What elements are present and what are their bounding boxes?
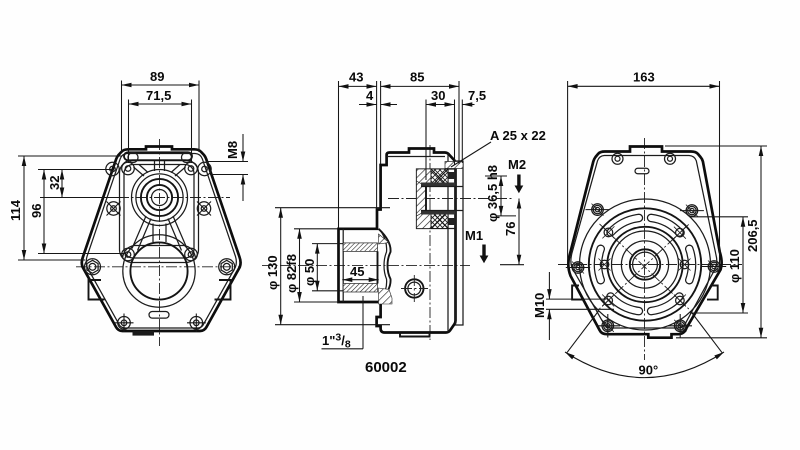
svg-text:32: 32 — [47, 176, 62, 190]
svg-text:71,5: 71,5 — [146, 88, 171, 103]
svg-text:φ 50: φ 50 — [302, 259, 317, 286]
svg-text:163: 163 — [633, 70, 655, 85]
svg-text:M1: M1 — [465, 228, 483, 243]
svg-text:114: 114 — [8, 199, 23, 221]
svg-text:φ 82f8: φ 82f8 — [284, 254, 299, 293]
svg-text:60002: 60002 — [365, 359, 407, 376]
svg-text:76: 76 — [503, 222, 518, 236]
svg-text:45: 45 — [350, 264, 364, 279]
svg-text:M8: M8 — [225, 141, 240, 159]
svg-text:30: 30 — [431, 88, 445, 103]
svg-text:1"3/8: 1"3/8 — [322, 332, 351, 351]
svg-text:φ 110: φ 110 — [727, 249, 742, 283]
svg-text:M2: M2 — [508, 157, 526, 172]
svg-text:A 25 x 22: A 25 x 22 — [490, 128, 546, 143]
svg-text:M10: M10 — [532, 293, 547, 318]
svg-text:φ 36,5 h8: φ 36,5 h8 — [485, 165, 500, 222]
svg-text:89: 89 — [150, 69, 164, 84]
svg-text:φ 130: φ 130 — [265, 255, 280, 290]
svg-text:90°: 90° — [639, 363, 659, 378]
svg-text:85: 85 — [410, 70, 424, 85]
svg-text:7,5: 7,5 — [468, 88, 486, 103]
svg-text:43: 43 — [349, 70, 363, 85]
svg-text:96: 96 — [29, 204, 44, 218]
svg-text:4: 4 — [366, 88, 374, 103]
svg-text:206,5: 206,5 — [745, 219, 760, 252]
